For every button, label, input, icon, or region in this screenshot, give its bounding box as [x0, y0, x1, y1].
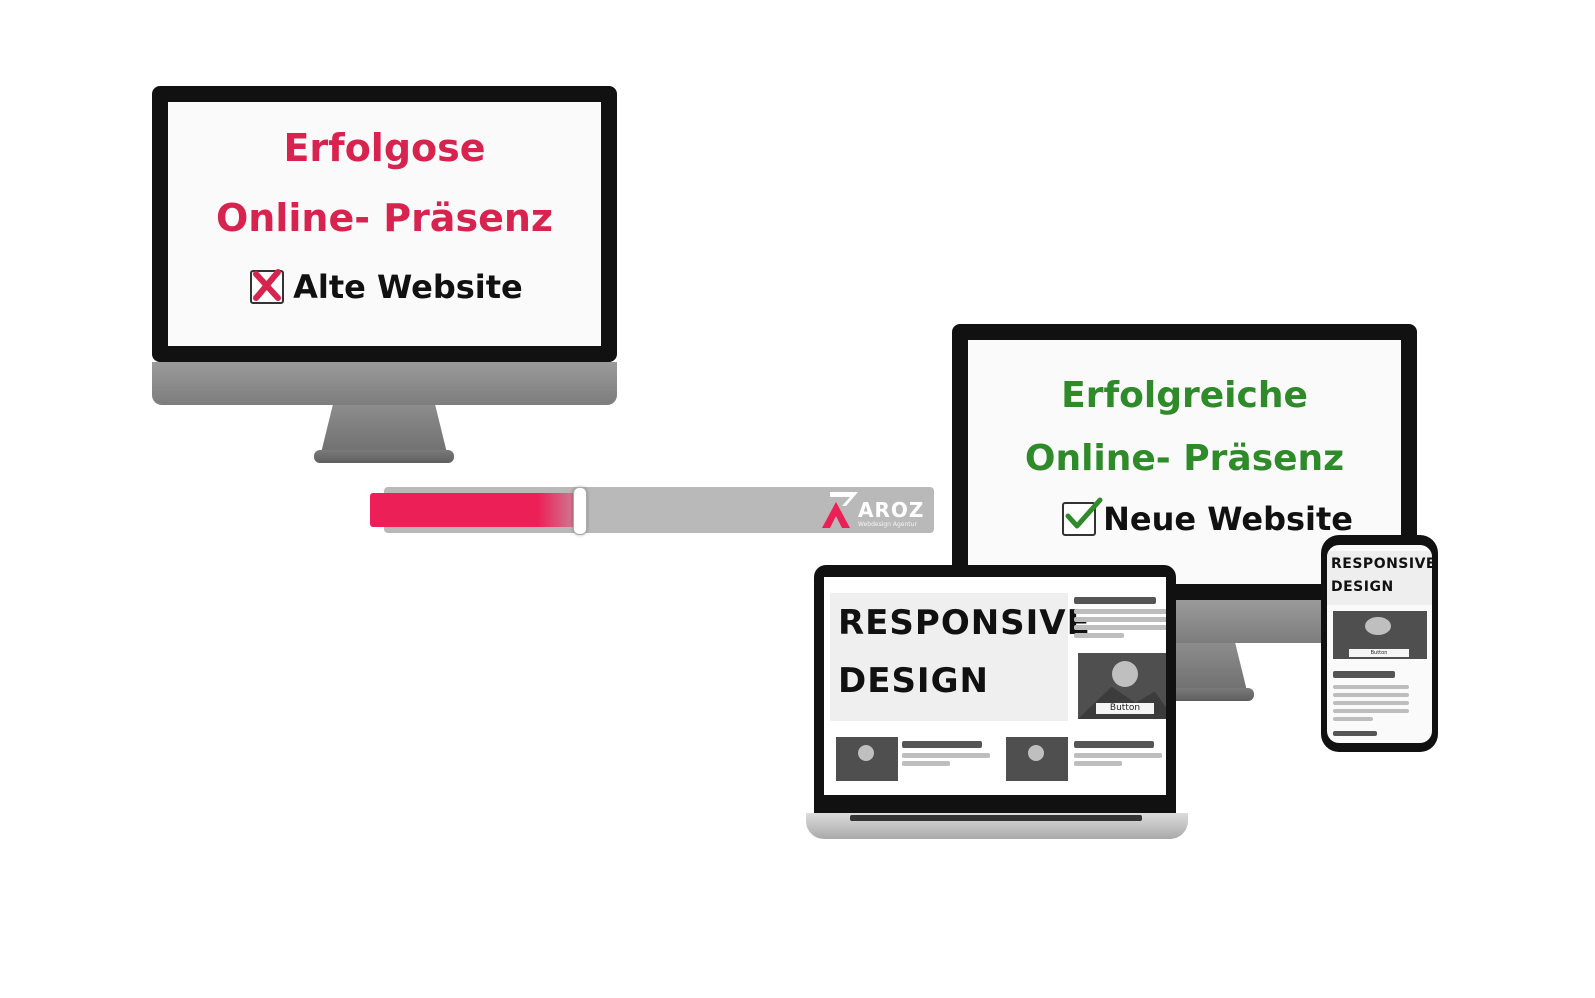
- laptop-hero-line2: DESIGN: [838, 661, 989, 701]
- aroz-logo-text: AROZ: [858, 498, 925, 522]
- laptop-text-placeholder: [1074, 625, 1166, 630]
- new-monitor-screen: Erfolgreiche Online- Präsenz Neue Websit…: [968, 340, 1401, 584]
- old-title-line2: Online- Präsenz: [215, 196, 554, 240]
- phone-screen: RESPONSIVE DESIGN Button: [1327, 545, 1432, 743]
- new-title-line1: Erfolgreiche: [1061, 375, 1308, 416]
- old-status-label: Alte Website: [293, 268, 523, 306]
- old-status: Alte Website: [250, 268, 523, 306]
- laptop-text-placeholder: [1074, 633, 1124, 638]
- old-monitor-neck: [320, 405, 448, 457]
- laptop-card-heading: [902, 741, 982, 748]
- phone-text-placeholder: [1333, 709, 1409, 713]
- laptop-hero-line1: RESPONSIVE: [838, 603, 1091, 643]
- card-image-sun: [858, 745, 874, 761]
- laptop-card-image: [1006, 737, 1068, 781]
- laptop: RESPONSIVE DESIGN Button: [806, 565, 1188, 841]
- card-image-sun: [1028, 745, 1044, 761]
- phone-text-placeholder: [1333, 685, 1409, 689]
- laptop-base: [806, 813, 1188, 839]
- old-monitor: Erfolgose Online- Präsenz Alte Website: [152, 86, 617, 466]
- laptop-card-heading: [1074, 741, 1154, 748]
- old-monitor-chin: [152, 362, 617, 405]
- new-title-line2: Online- Präsenz: [1024, 438, 1345, 479]
- old-title-line1: Erfolgose: [283, 126, 486, 170]
- aroz-logo-icon: [822, 492, 858, 528]
- laptop-card-text: [902, 753, 990, 758]
- checkmark-icon: [1062, 497, 1103, 536]
- phone-placeholder-button: Button: [1349, 649, 1409, 657]
- laptop-card-image: [836, 737, 898, 781]
- laptop-image-placeholder: Button: [1078, 653, 1166, 719]
- laptop-keyboard-slot: [850, 815, 1142, 821]
- laptop-card-text: [1074, 753, 1162, 758]
- aroz-logo-tagline: Webdesign Agentur: [858, 521, 917, 528]
- phone-hero-line1: RESPONSIVE: [1331, 556, 1432, 572]
- new-status-label: Neue Website: [1103, 500, 1353, 538]
- laptop-hero: RESPONSIVE DESIGN: [830, 593, 1090, 721]
- phone-text-placeholder: [1333, 701, 1409, 705]
- progress-fill: [370, 493, 579, 527]
- phone-heading-placeholder: [1333, 671, 1395, 678]
- old-monitor-bezel: Erfolgose Online- Präsenz Alte Website: [152, 86, 617, 362]
- x-mark-icon: [250, 269, 284, 304]
- phone: RESPONSIVE DESIGN Button: [1321, 535, 1438, 752]
- new-status: Neue Website: [1062, 497, 1353, 538]
- old-monitor-foot: [314, 450, 454, 463]
- laptop-placeholder-button: Button: [1096, 703, 1154, 714]
- phone-hero-line2: DESIGN: [1331, 579, 1394, 595]
- laptop-text-placeholder: [1074, 617, 1166, 622]
- laptop-image-sun: [1112, 661, 1138, 687]
- aroz-logo: AROZ Webdesign Agentur: [820, 488, 930, 532]
- laptop-screen: RESPONSIVE DESIGN Button: [824, 577, 1166, 795]
- old-monitor-screen: Erfolgose Online- Präsenz Alte Website: [168, 102, 601, 346]
- laptop-text-placeholder: [1074, 609, 1166, 614]
- progress-handle[interactable]: [573, 487, 587, 535]
- laptop-card-text: [1074, 761, 1122, 766]
- phone-footer-placeholder: [1333, 731, 1377, 736]
- new-monitor-bezel: Erfolgreiche Online- Präsenz Neue Websit…: [952, 324, 1417, 600]
- phone-text-placeholder: [1333, 693, 1409, 697]
- phone-image-placeholder: Button: [1333, 611, 1427, 659]
- phone-text-placeholder: [1333, 717, 1373, 721]
- phone-image-sun: [1365, 617, 1391, 635]
- laptop-heading-placeholder: [1074, 597, 1156, 604]
- laptop-card-text: [902, 761, 950, 766]
- phone-hero: RESPONSIVE DESIGN: [1327, 551, 1432, 605]
- laptop-lid: RESPONSIVE DESIGN Button: [814, 565, 1176, 813]
